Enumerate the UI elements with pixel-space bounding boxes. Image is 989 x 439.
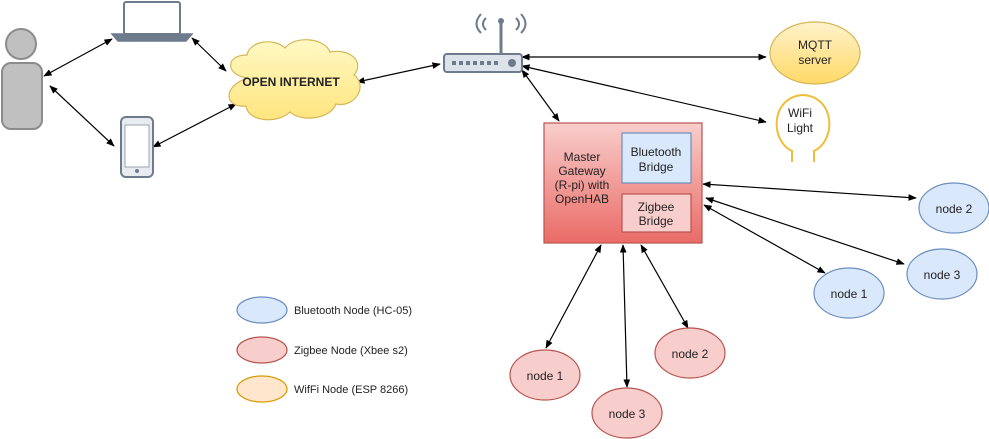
laptop-icon xyxy=(110,1,194,42)
zigbee-node: node 1 xyxy=(509,349,581,401)
bluetooth-node: node 2 xyxy=(918,182,989,234)
wifi-light-label-line2: Light xyxy=(787,121,814,135)
edge-user-phone xyxy=(49,85,115,147)
cloud-label: OPEN INTERNET xyxy=(242,75,340,89)
edge-cloud-router xyxy=(356,62,441,84)
legend-item-bluetooth: Bluetooth Node (HC-05) xyxy=(236,296,412,324)
zigbee-bridge: Zigbee Bridge xyxy=(621,193,692,233)
zigbee-bridge-label-line1: Zigbee xyxy=(638,200,675,214)
zigbee-node: node 3 xyxy=(591,387,663,439)
edge-gateway-zb-node3 xyxy=(619,244,631,388)
bluetooth-node: node 3 xyxy=(906,248,978,300)
master-gateway: Master Gateway (R-pi) with OpenHAB Bluet… xyxy=(543,122,703,244)
mqtt-label-line1: MQTT xyxy=(798,38,833,52)
person-icon xyxy=(1,28,43,130)
edge-user-laptop xyxy=(43,38,113,77)
edge-router-gateway xyxy=(521,69,560,122)
zigbee-node-label: node 3 xyxy=(609,407,646,421)
bluetooth-bridge-label-line2: Bridge xyxy=(639,160,674,174)
connectors xyxy=(43,37,917,388)
edge-phone-cloud xyxy=(152,103,237,148)
legend-item-wifi: WifFi Node (ESP 8266) xyxy=(236,375,408,403)
edge-gateway-bt-node3 xyxy=(705,197,905,265)
bluetooth-node-label: node 3 xyxy=(924,268,961,282)
zigbee-node-label: node 1 xyxy=(527,369,564,383)
legend-label-wifi: WifFi Node (ESP 8266) xyxy=(294,384,408,396)
zigbee-node: node 2 xyxy=(654,327,726,379)
legend-label-bluetooth: Bluetooth Node (HC-05) xyxy=(294,305,412,317)
router-icon xyxy=(443,13,527,73)
edge-gateway-bt-node2 xyxy=(702,181,917,201)
legend-item-zigbee: Zigbee Node (Xbee s2) xyxy=(236,336,408,364)
wifi-light-label-line1: WiFi xyxy=(788,106,812,120)
zigbee-bridge-label-line2: Bridge xyxy=(639,214,674,228)
gateway-label-line4: OpenHAB xyxy=(555,192,609,206)
mqtt-server: MQTT server xyxy=(769,21,861,85)
edge-gateway-zb-node2 xyxy=(640,244,689,329)
bluetooth-node-label: node 2 xyxy=(936,202,973,216)
edge-laptop-cloud xyxy=(191,37,227,72)
bluetooth-node-label: node 1 xyxy=(831,287,868,301)
bluetooth-bridge-label-line1: Bluetooth xyxy=(631,145,682,159)
edge-gateway-bt-node1 xyxy=(703,204,826,274)
gateway-label-line3: (R-pi) with xyxy=(555,178,610,192)
edge-router-wifilight xyxy=(521,64,767,124)
legend-label-zigbee: Zigbee Node (Xbee s2) xyxy=(294,345,408,357)
edge-gateway-zb-node1 xyxy=(545,244,602,349)
light-bulb-icon: WiFi Light xyxy=(775,93,831,162)
bluetooth-node: node 1 xyxy=(813,267,885,319)
gateway-label-line2: Gateway xyxy=(558,164,605,178)
smartphone-icon xyxy=(120,116,154,178)
internet-cloud: OPEN INTERNET xyxy=(228,39,361,121)
mqtt-label-line2: server xyxy=(798,53,831,67)
bluetooth-bridge: Bluetooth Bridge xyxy=(621,132,692,184)
gateway-label-line1: Master xyxy=(564,150,601,164)
zigbee-node-label: node 2 xyxy=(672,347,709,361)
legend: Bluetooth Node (HC-05) Zigbee Node (Xbee… xyxy=(236,296,412,403)
